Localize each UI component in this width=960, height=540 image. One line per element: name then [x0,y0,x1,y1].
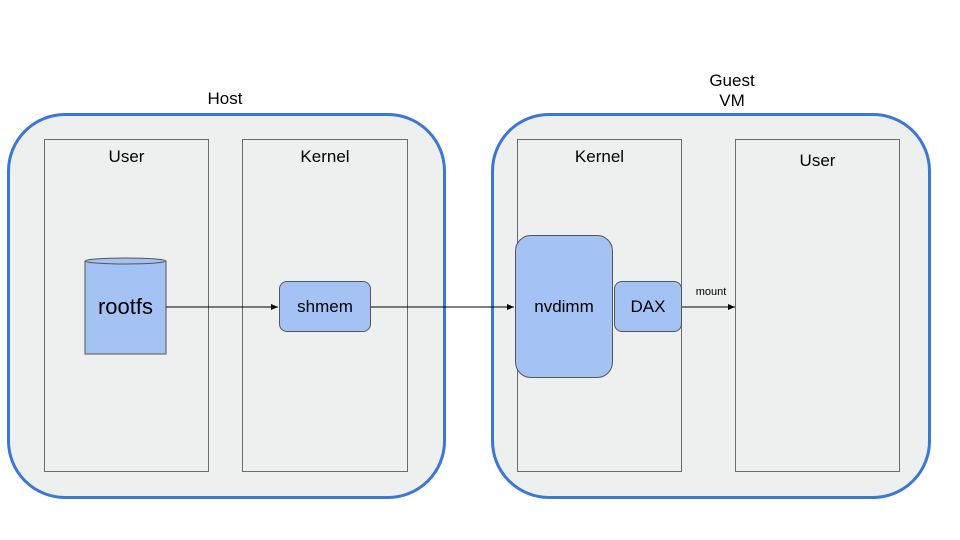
dax-block: DAX [614,281,682,332]
host-user-label: User [108,147,145,166]
dax-label: DAX [630,296,666,316]
nvdimm-label: nvdimm [534,296,594,316]
shmem-block: shmem [279,281,371,332]
nvdimm-block: nvdimm [515,235,613,378]
guest-user-label: User [799,151,836,170]
guest-title-line2: VM [719,91,745,110]
mount-label: mount [695,286,727,298]
rootfs-label: rootfs [97,294,154,319]
host-kernel-label: Kernel [300,147,350,166]
guest-user-panel: User [735,139,900,472]
guest-kernel-label: Kernel [574,147,625,166]
guest-title: Guest VM [692,71,772,111]
host-title: Host [207,89,243,108]
guest-title-line1: Guest [709,71,755,90]
shmem-label: shmem [297,296,353,316]
